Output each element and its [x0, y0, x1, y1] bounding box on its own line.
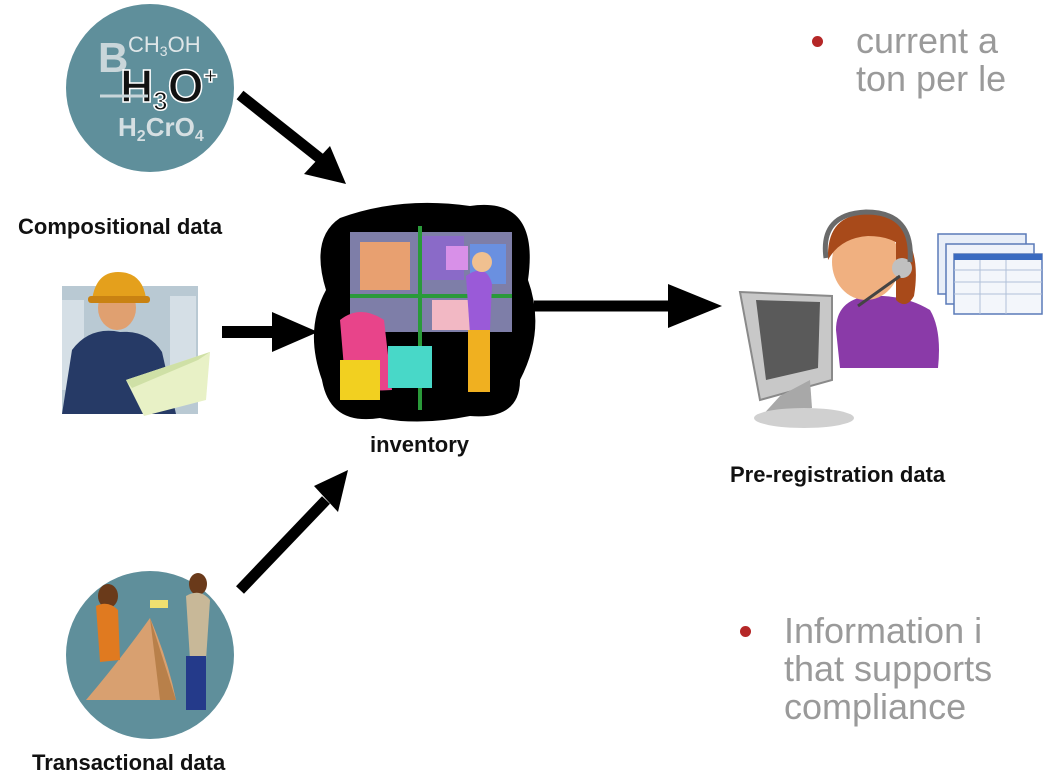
bullet-dot-icon	[740, 626, 751, 637]
formula-b: B	[98, 34, 128, 81]
transactional-data-icon	[66, 571, 234, 739]
preregistration-data-label: Pre-registration data	[730, 462, 946, 487]
formula-h3o: H3O+	[120, 60, 218, 116]
arrow-worker-to-inventory	[222, 312, 318, 352]
compositional-data-label: Compositional data	[18, 214, 223, 239]
formula-h2cro4: H2CrO4	[118, 112, 204, 145]
bullet-top-line2: ton per le	[856, 58, 1007, 99]
transactional-data-label: Transactional data	[32, 750, 226, 775]
arrow-compositional-to-inventory	[236, 90, 346, 184]
inventory-label: inventory	[370, 432, 470, 457]
arrow-inventory-to-preregistration	[534, 284, 722, 328]
compositional-data-icon: B CH3OH H3O+ H2CrO4	[66, 4, 234, 172]
bullet-bottom-line1: Information i	[784, 610, 983, 651]
bullet-bottom-line3: compliance	[784, 686, 967, 727]
arrow-transactional-to-inventory	[236, 470, 348, 594]
bullet-top-line1: current a	[856, 20, 999, 61]
spreadsheet-stack-icon	[937, 233, 1043, 315]
preregistration-operator-icon	[738, 209, 1043, 428]
bullet-bottom-line2: that supports	[784, 648, 993, 689]
worker-with-phone-icon	[62, 272, 210, 416]
inventory-warehouse-icon	[313, 202, 536, 422]
bullet-top: current a ton per le	[812, 20, 1007, 99]
bullet-bottom: Information i that supports compliance	[740, 610, 993, 727]
bullet-dot-icon	[812, 36, 823, 47]
